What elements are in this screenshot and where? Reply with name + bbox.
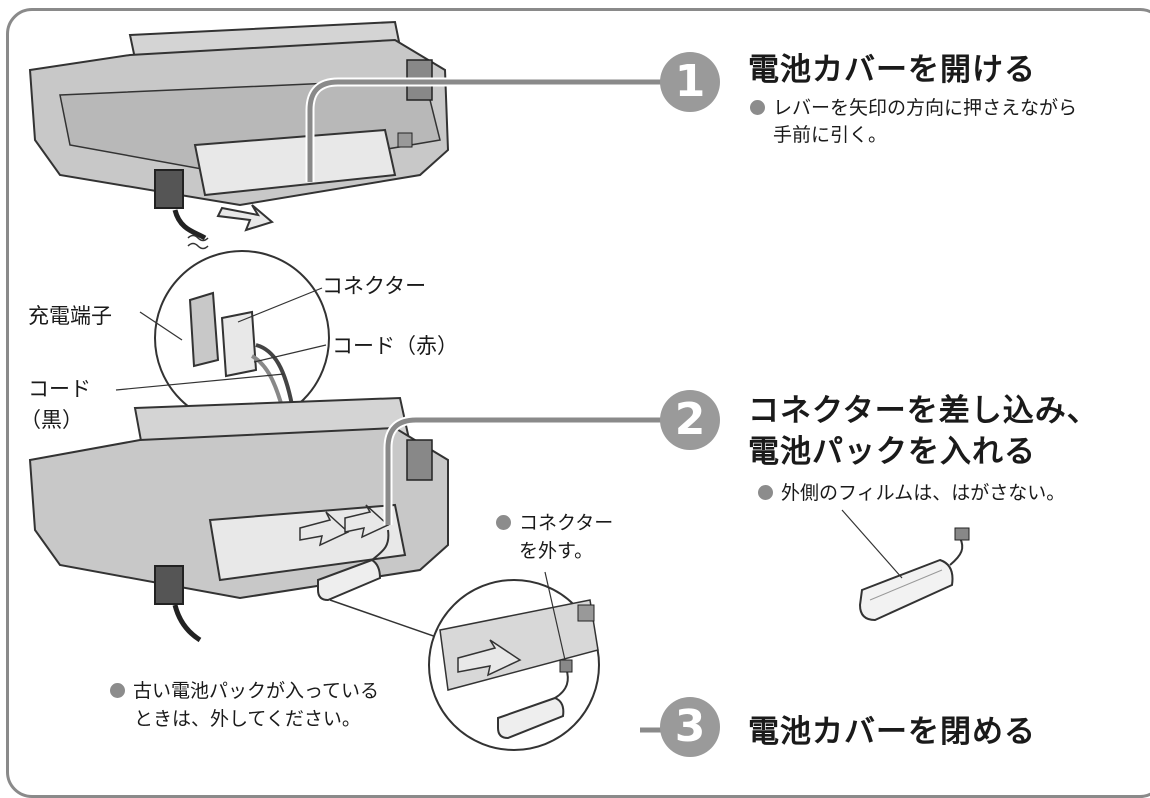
step-3-title: 電池カバーを閉める — [748, 714, 1036, 750]
label-charge-terminal: 充電端子 — [28, 304, 112, 328]
bullet-icon — [758, 485, 773, 500]
remove-connector-zoom-illustration — [428, 571, 600, 751]
label-old-pack: 古い電池パックが入っている — [110, 678, 379, 705]
step-number-badge: 3 — [660, 697, 720, 757]
label-remove-connector-line2: を外す。 — [519, 540, 594, 562]
bullet-icon — [110, 683, 125, 698]
step-1-note-line2: 手前に引く。 — [773, 124, 888, 146]
step-2-note: 外側のフィルムは、はがさない。 — [758, 480, 1065, 507]
step-1-title: 電池カバーを開ける — [748, 52, 1036, 88]
bullet-icon — [750, 100, 765, 115]
step-number-badge: 1 — [660, 52, 720, 112]
device-top-illustration — [28, 20, 450, 250]
step-2-title-line2: 電池パックを入れる — [748, 434, 1036, 470]
device-bottom-illustration — [28, 396, 449, 643]
label-cord-black: コード — [28, 377, 91, 401]
step-number-badge: 2 — [660, 390, 720, 450]
label-remove-connector: コネクター — [496, 510, 613, 537]
step-2-title-line1: コネクターを差し込み、 — [748, 393, 1099, 429]
label-cord-black-color: （黒） — [20, 408, 83, 432]
battery-pack-illustration — [841, 509, 970, 622]
step-1-note: レバーを矢印の方向に押さえながら — [750, 95, 1077, 122]
bullet-icon — [496, 515, 511, 530]
label-connector: コネクター — [322, 274, 427, 298]
label-cord-red: コード（赤） — [332, 334, 458, 358]
label-old-pack-line2: ときは、外してください。 — [134, 708, 361, 730]
